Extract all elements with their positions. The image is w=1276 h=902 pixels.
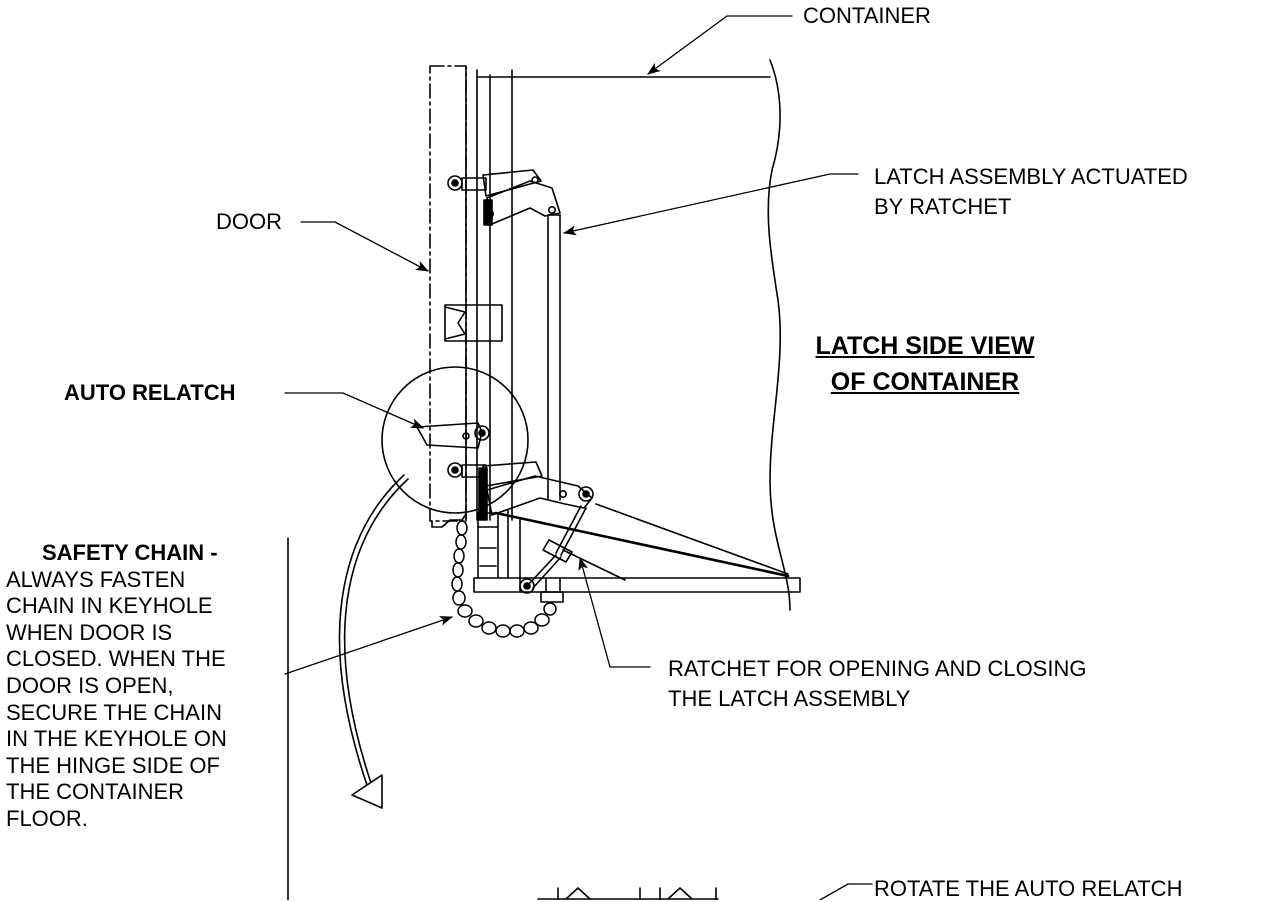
keyhole-bracket xyxy=(540,591,564,603)
door-frame-lower xyxy=(431,509,521,579)
ratchet xyxy=(519,505,626,594)
safety-chain-note: SAFETY CHAIN - ALWAYS FASTEN CHAIN IN KE… xyxy=(6,540,284,833)
safety-chain xyxy=(451,520,557,638)
auto-relatch-assembly xyxy=(381,366,529,514)
label-ratchet-line1: RATCHET FOR OPENING AND CLOSING xyxy=(668,656,1087,681)
note-line: ALWAYS FASTEN xyxy=(6,566,186,592)
tension-rod xyxy=(494,503,790,578)
door-swing-arc xyxy=(338,474,409,809)
view-title-line1: LATCH SIDE VIEW xyxy=(815,332,1035,360)
hinge-block xyxy=(444,304,503,342)
view-title-line2: OF CONTAINER xyxy=(830,368,1020,396)
note-line: IN THE KEYHOLE ON xyxy=(6,726,227,752)
note-line: THE HINGE SIDE OF xyxy=(6,752,220,778)
label-door: DOOR xyxy=(216,209,282,234)
label-latch-assembly-line2: BY RATCHET xyxy=(874,194,1012,219)
leader-lines xyxy=(284,15,873,900)
door xyxy=(429,65,467,522)
label-latch-assembly-line1: LATCH ASSEMBLY ACTUATED xyxy=(874,164,1188,189)
upper-latch-assembly xyxy=(447,169,561,226)
note-line: FLOOR. xyxy=(6,805,88,831)
bottom-detail-partial xyxy=(537,887,719,900)
label-container: CONTAINER xyxy=(803,3,931,28)
label-auto-relatch: AUTO RELATCH xyxy=(64,380,236,405)
note-line: SECURE THE CHAIN xyxy=(6,699,222,725)
note-line: THE CONTAINER xyxy=(6,779,185,805)
note-line: CLOSED. WHEN THE xyxy=(6,646,226,672)
note-line: CHAIN IN KEYHOLE xyxy=(6,593,213,619)
container-body xyxy=(476,59,791,611)
label-ratchet-line2: THE LATCH ASSEMBLY xyxy=(668,686,911,711)
safety-chain-heading: SAFETY CHAIN - xyxy=(42,540,218,565)
label-rotate-auto-relatch: ROTATE THE AUTO RELATCH xyxy=(874,876,1183,901)
note-line: DOOR IS OPEN, xyxy=(6,672,174,698)
note-line: WHEN DOOR IS xyxy=(6,619,173,645)
